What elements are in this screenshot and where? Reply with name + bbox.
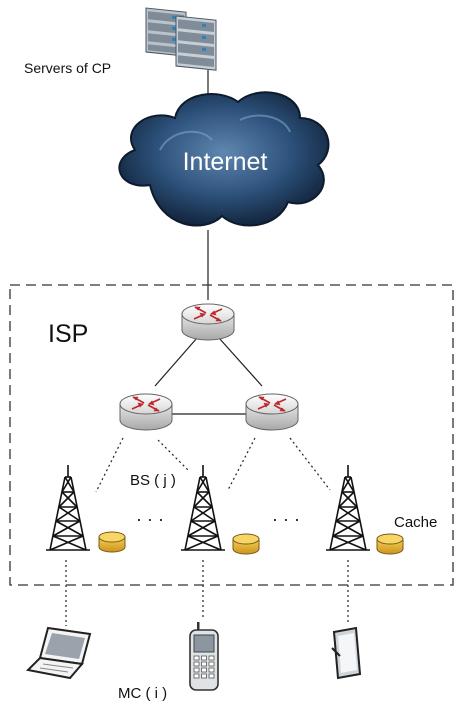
ellipsis-right: · · · (272, 509, 300, 529)
mc-label: MC ( i ) (118, 685, 167, 702)
internet-label: Internet (183, 148, 268, 176)
connection-lines (154, 70, 263, 415)
cache-label: Cache (394, 514, 437, 531)
bs-label: BS ( j ) (130, 472, 176, 489)
router-top-right-link (218, 337, 263, 387)
server-rack-icon (145, 7, 217, 71)
cell-tower-icon (325, 464, 371, 551)
tablet-icon (331, 626, 362, 680)
mobile-phone-icon (189, 622, 219, 691)
router-icon (181, 303, 235, 341)
cell-tower-icon (180, 464, 226, 551)
isp-label: ISP (48, 320, 88, 348)
cache-database-icon (232, 533, 260, 555)
isp-boundary (9, 284, 454, 586)
router-icon (245, 393, 299, 431)
cache-database-icon (98, 531, 126, 553)
cell-tower-icon (45, 464, 91, 551)
router-bs3-link (289, 437, 331, 491)
ellipsis-left: · · · (136, 509, 164, 529)
laptop-icon (25, 626, 92, 680)
servers-label: Servers of CP (24, 60, 111, 76)
cache-database-icon (376, 533, 404, 555)
router-top-left-link (154, 337, 198, 387)
router-bs2-link (157, 439, 189, 471)
router-bs2-right-link (227, 437, 256, 491)
cloud-icon (118, 91, 330, 227)
router-icon (119, 393, 173, 431)
router-bs1-link (95, 437, 124, 493)
dotted-links (65, 437, 349, 626)
